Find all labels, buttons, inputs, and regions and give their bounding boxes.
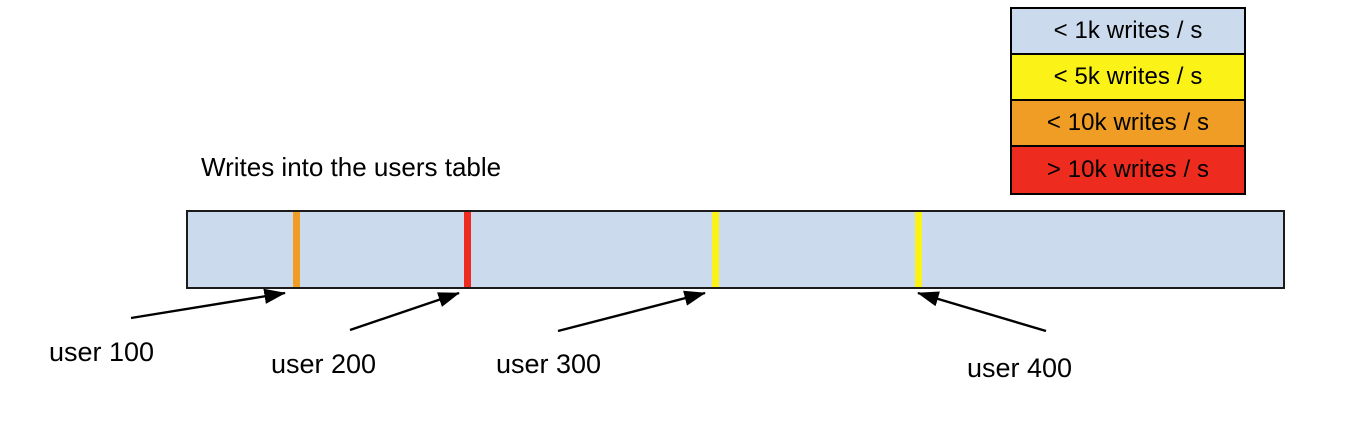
legend-row-under-1k: < 1k writes / s [1012,9,1244,55]
point-label-user-400: user 400 [967,353,1073,383]
legend: < 1k writes / s < 5k writes / s < 10k wr… [1010,7,1246,195]
arrow-user-300 [557,290,706,333]
point-label-user-100: user 100 [49,337,155,367]
arrow-user-200 [349,291,460,332]
legend-label-over-10k: > 10k writes / s [1046,156,1210,183]
legend-row-under-5k: < 5k writes / s [1012,55,1244,101]
arrow-user-100 [130,288,286,320]
legend-label-under-5k: < 5k writes / s [1053,63,1203,90]
legend-row-over-10k: > 10k writes / s [1012,147,1244,193]
marker-stripe-user-200 [464,212,471,287]
legend-label-under-10k: < 10k writes / s [1046,109,1210,136]
point-label-user-300: user 300 [496,349,602,379]
legend-row-under-10k: < 10k writes / s [1012,101,1244,147]
marker-stripe-user-300 [712,212,719,287]
legend-label-under-1k: < 1k writes / s [1053,17,1203,44]
chart-title: Writes into the users table [201,152,502,182]
marker-stripe-user-400 [915,212,922,287]
users-table-keyspace-bar [186,210,1285,289]
arrow-user-400 [917,291,1047,333]
point-label-user-200: user 200 [271,349,377,379]
marker-stripe-user-100 [293,212,300,287]
